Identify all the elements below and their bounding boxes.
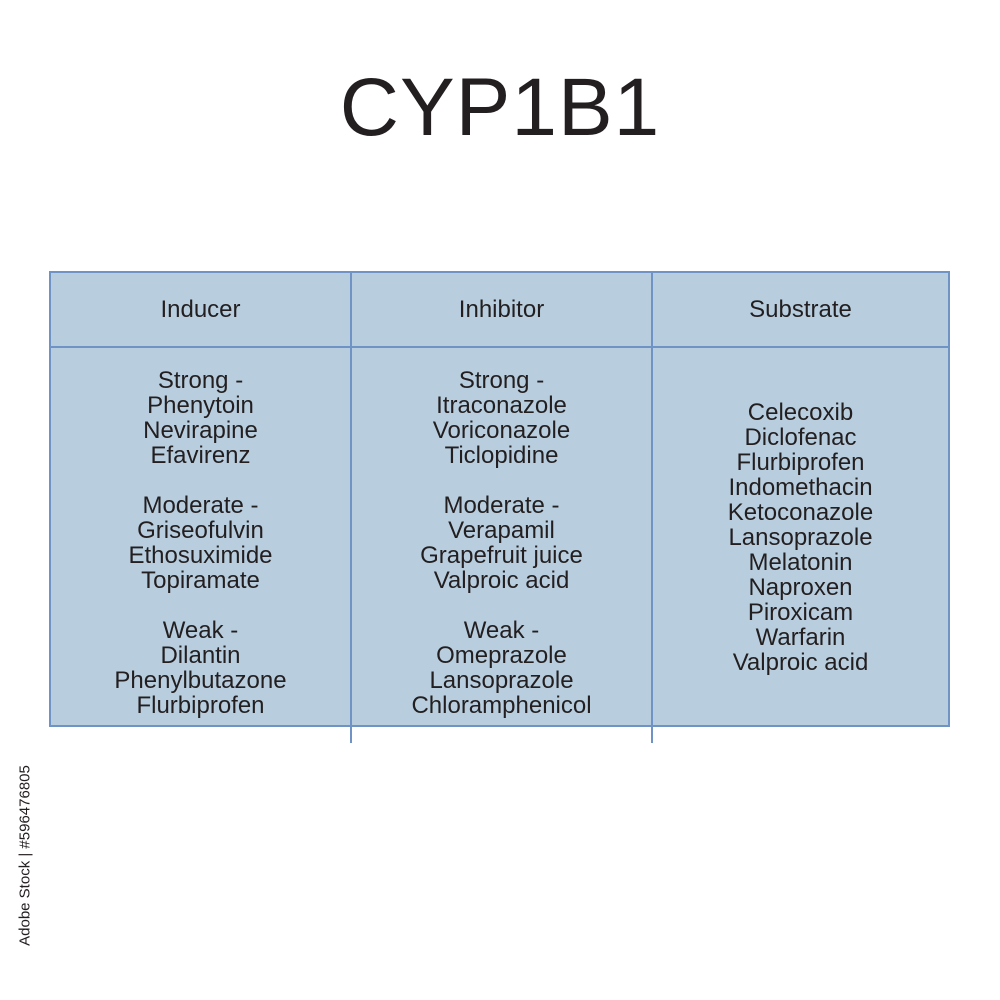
page-title: CYP1B1 (339, 62, 661, 153)
header-inhibitor-label: Inhibitor (458, 295, 545, 323)
group-label: Strong - (157, 367, 244, 394)
weak-group: Weak - Dilantin Phenylbutazone Flurbipro… (51, 618, 350, 718)
drug-item: Naproxen (748, 574, 853, 601)
weak-group: Weak - Omeprazole Lansoprazole Chloramph… (352, 618, 651, 718)
drug-item: Lansoprazole (728, 524, 873, 551)
group-label: Weak - (162, 617, 239, 644)
drug-item: Griseofulvin (137, 517, 264, 544)
drug-item: Flurbiprofen (136, 692, 265, 719)
drug-item: Indomethacin (728, 474, 873, 501)
drug-item: Piroxicam (747, 599, 854, 626)
drug-item: Ethosuximide (128, 542, 273, 569)
drug-item: Chloramphenicol (411, 692, 592, 719)
drug-item: Valproic acid (433, 567, 570, 594)
drug-item: Verapamil (448, 517, 555, 544)
drug-item: Phenytoin (147, 392, 254, 419)
drug-item: Voriconazole (432, 417, 571, 444)
drug-item: Ketoconazole (727, 499, 874, 526)
drug-item: Grapefruit juice (420, 542, 583, 569)
drug-item: Warfarin (755, 624, 846, 651)
drug-item: Nevirapine (143, 417, 258, 444)
drug-item: Itraconazole (436, 392, 567, 419)
drug-item: Celecoxib (747, 399, 854, 426)
drug-item: Lansoprazole (429, 667, 574, 694)
header-inhibitor: Inhibitor (352, 273, 653, 348)
drug-item: Phenylbutazone (114, 667, 287, 694)
header-inducer-label: Inducer (160, 295, 241, 323)
group-label: Moderate - (443, 492, 560, 519)
drug-item: Ticlopidine (444, 442, 559, 469)
strong-group: Strong - Itraconazole Voriconazole Ticlo… (352, 368, 651, 468)
header-inducer: Inducer (51, 273, 352, 348)
cyp1b1-table: Inducer Inhibitor Substrate Strong - Phe… (49, 271, 950, 743)
drug-item: Diclofenac (744, 424, 857, 451)
drug-item: Melatonin (748, 549, 853, 576)
drug-item: Omeprazole (436, 642, 567, 669)
stock-watermark-text: Adobe Stock | #596476805 (16, 765, 34, 946)
moderate-group: Moderate - Griseofulvin Ethosuximide Top… (51, 493, 350, 593)
group-label: Strong - (458, 367, 545, 394)
header-substrate: Substrate (653, 273, 948, 348)
strong-group: Strong - Phenytoin Nevirapine Efavirenz (51, 368, 350, 468)
inducer-cell: Strong - Phenytoin Nevirapine Efavirenz … (51, 348, 352, 743)
moderate-group: Moderate - Verapamil Grapefruit juice Va… (352, 493, 651, 593)
header-substrate-label: Substrate (749, 295, 852, 323)
drug-item: Flurbiprofen (736, 449, 865, 476)
group-label: Weak - (463, 617, 540, 644)
substrate-cell: Celecoxib Diclofenac Flurbiprofen Indome… (653, 348, 948, 743)
drug-item: Valproic acid (732, 649, 869, 676)
drug-item: Efavirenz (150, 442, 251, 469)
stock-watermark: Adobe Stock | #596476805 (12, 755, 38, 965)
inhibitor-cell: Strong - Itraconazole Voriconazole Ticlo… (352, 348, 653, 743)
drug-item: Topiramate (141, 567, 260, 594)
group-label: Moderate - (142, 492, 259, 519)
drug-item: Dilantin (160, 642, 241, 669)
